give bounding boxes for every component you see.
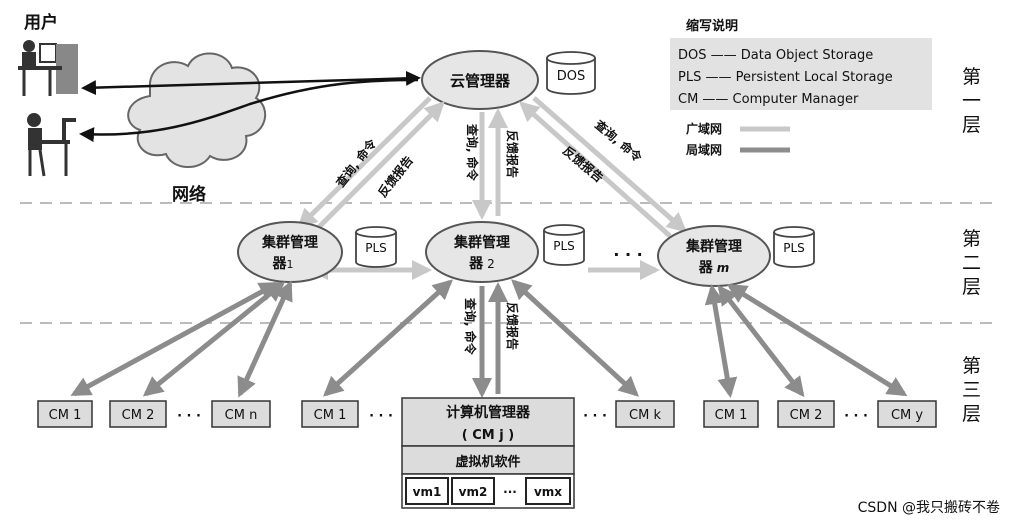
pls-label-1: PLS: [365, 241, 387, 255]
lan-arrow-c2-cm1: [323, 279, 453, 397]
cm-label-g1-2: CM 2: [122, 408, 155, 423]
pls-label-2: PLS: [553, 239, 575, 253]
lan-arrow-c2-cmk: [511, 279, 639, 397]
svg-text:第: 第: [962, 66, 981, 88]
vm-box-x: [525, 477, 571, 505]
cm-box-g3-1: [703, 400, 759, 428]
wan-arrow-right-query: [532, 96, 688, 233]
cm-box-g1-1: [37, 400, 93, 428]
cm-box-g2-k: [615, 400, 675, 428]
vm-box-2: [451, 477, 495, 505]
cloud-manager-label: 云管理器: [450, 72, 511, 90]
legend-pls-line: PLS —— Persistent Local Storage: [678, 70, 893, 85]
compute-manager-box: [401, 397, 575, 447]
cm-box-g3-2: [777, 400, 835, 428]
cluster-1-line2: 器1: [272, 256, 294, 272]
cm-box-g1-n: [211, 400, 271, 428]
left-report-label: 反馈报告: [375, 153, 416, 200]
network-label: 网络: [172, 184, 206, 205]
svg-text:第: 第: [962, 355, 981, 377]
cm-box-g2-1: [301, 400, 359, 428]
lower-query-label: 查询, 命令: [463, 297, 478, 356]
cluster-2-line1: 集群管理: [453, 234, 510, 251]
cluster-1-line1: 集群管理: [261, 234, 318, 251]
cluster-manager-m-node: [657, 225, 771, 287]
cm-box-g1-2: [109, 400, 167, 428]
wan-arrow-right-report: [519, 101, 672, 238]
lan-arrow-c1-cm2: [142, 281, 286, 397]
user-desk-icon-2: [27, 113, 76, 177]
cloud-manager-node: [421, 50, 539, 110]
cm-label-g3-1: CM 1: [715, 408, 748, 423]
left-query-label: 查询, 命令: [332, 135, 380, 191]
legend-dos-line: DOS —— Data Object Storage: [678, 48, 873, 63]
cm-label-g2-k: CM k: [629, 408, 661, 423]
cluster-manager-2-node: [425, 221, 539, 283]
wan-arrow-left-report: [312, 101, 445, 234]
cm-label-g3-2: CM 2: [790, 408, 823, 423]
compute-manager-id: ( CM j ): [462, 428, 514, 443]
vm-software-box: [401, 445, 575, 475]
pls-storage-icon-2: [543, 224, 585, 266]
svg-text:层: 层: [962, 114, 981, 136]
cm-label-g1-1: CM 1: [49, 408, 82, 423]
pls-label-m: PLS: [783, 241, 805, 255]
layer-label-3: 第 三 层: [962, 355, 981, 425]
vm-software-label: 虚拟机软件: [455, 454, 520, 470]
cm-ellipsis-g2-right: · · ·: [583, 409, 607, 424]
mid-query-label: 查询, 命令: [465, 123, 480, 182]
network-cloud-icon: [127, 52, 266, 169]
user-desk-icon-1: [18, 40, 78, 96]
compute-manager-title: 计算机管理器: [446, 404, 531, 421]
svg-text:层: 层: [962, 403, 981, 425]
users-label: 用户: [24, 12, 58, 33]
svg-text:第: 第: [962, 228, 981, 250]
legend-wan-label: 广域网: [686, 121, 722, 136]
vm-label-1: vm1: [413, 485, 442, 499]
dos-storage-icon: [546, 51, 596, 95]
layer-label-2: 第 二 层: [962, 228, 981, 298]
cluster-m-line1: 集群管理: [685, 238, 742, 255]
wan-arrow-left-query: [297, 96, 432, 229]
cluster-ellipsis: · · ·: [613, 245, 642, 264]
svg-text:层: 层: [962, 276, 981, 298]
cm-ellipsis-g3: · · ·: [844, 409, 868, 424]
cm-box-g3-y: [877, 400, 937, 428]
cm-label-g1-n: CM n: [225, 408, 258, 423]
vm-label-2: vm2: [459, 485, 488, 499]
user1-link-arrow: [81, 70, 421, 96]
legend-lan-label: 局域网: [686, 142, 722, 157]
lan-arrow-c1-cmn: [237, 280, 293, 398]
vm-box-1: [405, 477, 449, 505]
svg-text:三: 三: [962, 379, 981, 401]
pls-storage-icon-m: [773, 226, 815, 268]
pls-storage-icon-1: [355, 226, 397, 268]
cm-label-g3-y: CM y: [891, 408, 923, 423]
right-report-label: 反馈报告: [560, 143, 606, 185]
lan-arrow-cm-cm1: [704, 284, 738, 398]
cluster-manager-1-node: [237, 221, 343, 283]
mid-report-label: 反馈报告: [505, 130, 520, 178]
vm-ellipsis: ···: [503, 485, 517, 499]
dos-label: DOS: [557, 69, 586, 84]
lower-report-label: 反馈报告: [505, 302, 520, 350]
cm-label-g2-1: CM 1: [314, 408, 347, 423]
cm-ellipsis-g2-left: · · ·: [369, 409, 393, 424]
user2-link-arrow: [79, 78, 419, 143]
lan-arrow-cm-cmy: [726, 283, 908, 397]
svg-text:二: 二: [962, 252, 981, 274]
vm-label-x: vmx: [534, 485, 562, 499]
csdn-watermark: CSDN @我只搬砖不卷: [858, 500, 1000, 516]
svg-text:一: 一: [962, 90, 981, 112]
layer-label-1: 第 一 层: [962, 66, 981, 136]
legend-box: [670, 38, 932, 110]
cm-ellipsis-g1: · · ·: [177, 409, 201, 424]
legend-cm-line: CM —— Computer Manager: [678, 92, 859, 107]
legend-title: 缩写说明: [686, 18, 738, 34]
